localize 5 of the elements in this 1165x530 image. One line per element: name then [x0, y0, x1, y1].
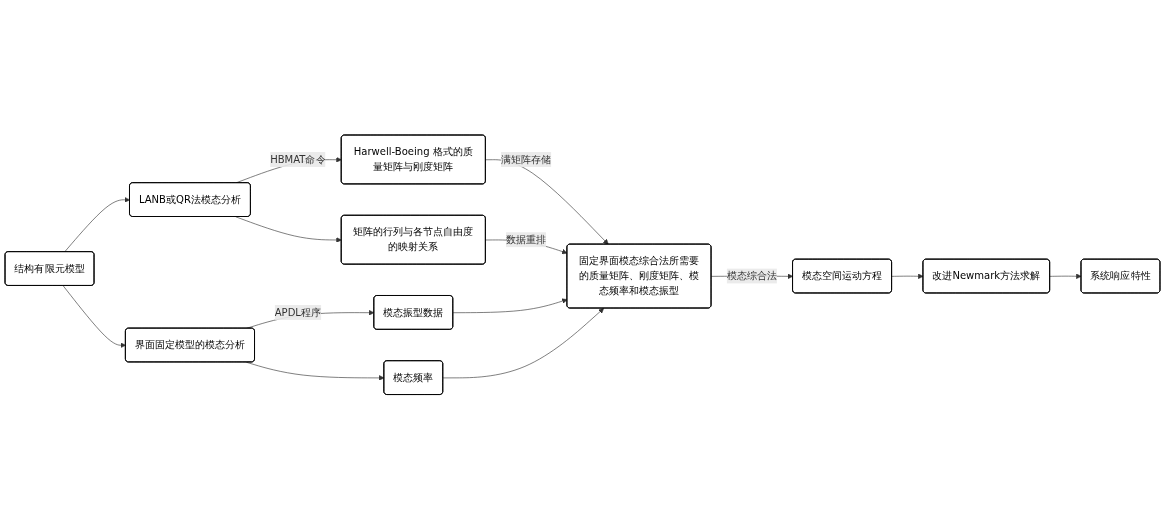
edge-label: 数据重排 [506, 233, 547, 246]
edge-label: APDL程序 [274, 306, 321, 319]
edge-label: 模态综合法 [726, 270, 777, 282]
edge-label: 满矩阵存储 [501, 153, 552, 166]
edge-label: HBMAT命令 [270, 153, 326, 166]
